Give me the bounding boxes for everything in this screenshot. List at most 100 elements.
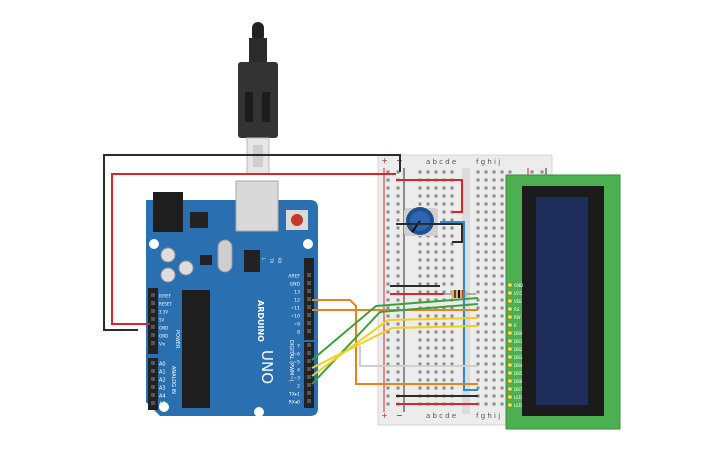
bb-hole (492, 250, 496, 254)
rail-hole (386, 178, 390, 182)
rail-hole (396, 346, 400, 350)
bb-hole (500, 394, 504, 398)
header-pin (307, 399, 311, 403)
analog-header (148, 358, 158, 410)
lcd-pin-label: VEE (514, 299, 522, 304)
bb-hole (442, 306, 446, 310)
header-pin (151, 293, 155, 297)
bb-hole (476, 194, 480, 198)
bb-hole (476, 234, 480, 238)
rail-hole (386, 274, 390, 278)
rail-hole (396, 298, 400, 302)
bb-hole (484, 330, 488, 334)
rail-hole (396, 362, 400, 366)
bb-hole (500, 234, 504, 238)
bb-hole (492, 282, 496, 286)
bb-hole (484, 338, 488, 342)
bb-hole (434, 370, 438, 374)
rail-hole (386, 194, 390, 198)
rail-hole (386, 242, 390, 246)
arduino-model: UNO (258, 350, 276, 384)
header-pin (151, 309, 155, 313)
bb-hole (484, 354, 488, 358)
bb-hole (476, 370, 480, 374)
header-pin (151, 325, 155, 329)
bb-hole (442, 322, 446, 326)
rail-hole (396, 354, 400, 358)
lcd-pin-label: DB0 (514, 331, 523, 336)
bb-hole (418, 386, 422, 390)
header-pin (307, 305, 311, 309)
bb-hole (492, 362, 496, 366)
bb-hole (500, 290, 504, 294)
wire-yellow-2 (311, 325, 479, 369)
lcd-pin-label: DB3 (514, 355, 523, 360)
atmega-chip (182, 290, 210, 408)
header-pin (307, 329, 311, 333)
bb-hole (500, 386, 504, 390)
analog-pin-label: A5 (159, 402, 166, 408)
lcd-pin (507, 282, 513, 288)
bb-hole (476, 354, 480, 358)
bb-hole (500, 242, 504, 246)
bb-hole (500, 194, 504, 198)
bb-hole (442, 218, 446, 222)
rail-hole (396, 378, 400, 382)
wire-orange (312, 299, 478, 385)
power-pin-label: 3.3V (159, 310, 168, 315)
digital-pin-label: GND (290, 282, 301, 288)
bb-hole (500, 250, 504, 254)
rail-hole (396, 306, 400, 310)
usb-cable (238, 22, 278, 175)
bb-hole (450, 186, 454, 190)
bb-hole (418, 330, 422, 334)
analog-pin-label: A1 (159, 370, 166, 376)
bb-hole (484, 370, 488, 374)
rail-hole (386, 370, 390, 374)
lcd-pin-label: LED (514, 403, 522, 408)
header-pin (307, 289, 311, 293)
digital-pin-label: ~5 (293, 360, 300, 366)
power-pin-label: 5V (159, 318, 165, 323)
lcd-pin (507, 314, 513, 320)
bb-hole (426, 202, 430, 206)
header-pin (151, 341, 155, 345)
bb-hole (484, 306, 488, 310)
bb-hole (418, 346, 422, 350)
bb-hole (442, 250, 446, 254)
bb-hole (426, 354, 430, 358)
bb-hole (434, 362, 438, 366)
bb-hole (492, 242, 496, 246)
bb-hole (500, 402, 504, 406)
header-pin (151, 393, 155, 397)
bb-hole (484, 194, 488, 198)
bb-hole (500, 378, 504, 382)
bb-hole (442, 258, 446, 262)
bb-hole (450, 362, 454, 366)
rail-hole (386, 354, 390, 358)
bb-hole (476, 218, 480, 222)
lcd-pin (507, 346, 513, 352)
bb-hole (442, 186, 446, 190)
wire-green-2 (311, 297, 479, 361)
bb-hole (434, 250, 438, 254)
rail-hole (386, 314, 390, 318)
bb-hole (484, 258, 488, 262)
bb-hole (500, 314, 504, 318)
bb-hole (492, 226, 496, 230)
arduino-brand: ARDUINO (256, 300, 265, 342)
bb-hole (500, 298, 504, 302)
bb-hole (492, 218, 496, 222)
bb-cols-left-top: a b c d e (426, 158, 456, 166)
wires (103, 154, 479, 405)
header-pin (151, 361, 155, 365)
bb-hole (442, 210, 446, 214)
bb-hole (450, 226, 454, 230)
rail-hole (386, 362, 390, 366)
header-pin (307, 273, 311, 277)
rail-hole (386, 202, 390, 206)
bb-hole (434, 386, 438, 390)
rail-hole (396, 250, 400, 254)
bb-hole (484, 314, 488, 318)
rail-hole (386, 298, 390, 302)
